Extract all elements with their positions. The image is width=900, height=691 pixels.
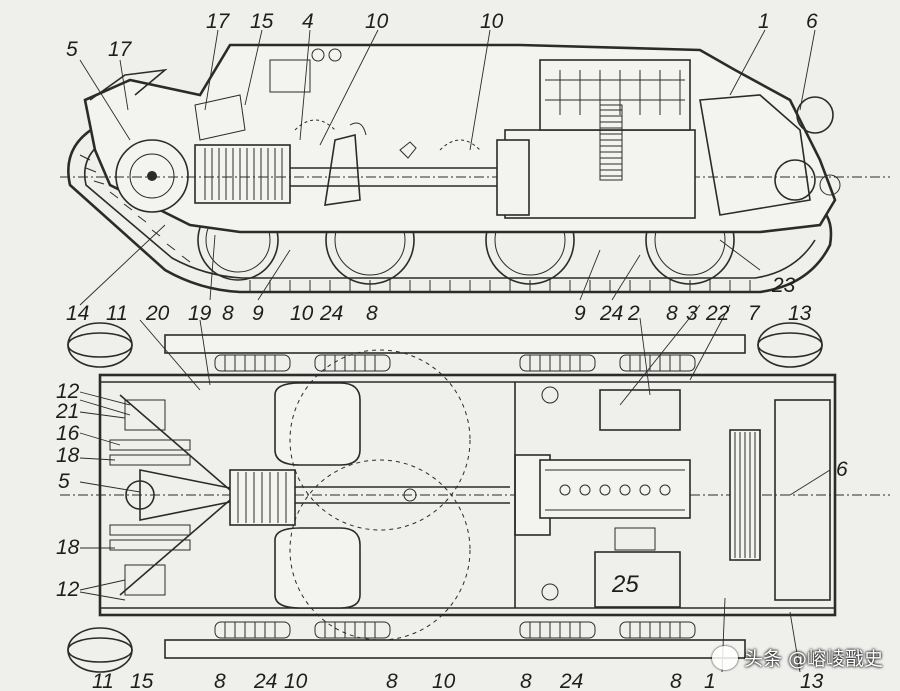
- callout-label: 8: [366, 302, 378, 325]
- callout-label: 6: [836, 458, 848, 481]
- callout-label: 10: [290, 302, 314, 325]
- callout-label: 11: [92, 670, 114, 691]
- callout-label: 8: [670, 670, 682, 691]
- callout-label: 19: [188, 302, 212, 325]
- callout-label: 10: [432, 670, 456, 691]
- side-view: [60, 43, 890, 294]
- callouts-top: 5 17 17 15 4 10 10 1 6 14 11 20 19 8 9 1…: [66, 10, 818, 325]
- callout-label: 13: [800, 670, 824, 691]
- callout-label: 14: [66, 302, 89, 325]
- wechat-logo-icon: [712, 645, 738, 670]
- callout-label: 24: [559, 670, 583, 691]
- callout-label: 4: [302, 10, 314, 33]
- callout-label: 21: [55, 400, 79, 423]
- callout-label: 3: [686, 302, 698, 325]
- callout-label: 18: [56, 536, 80, 559]
- callout-label: 13: [788, 302, 812, 325]
- callout-label: 24: [319, 302, 343, 325]
- callout-label: 16: [56, 422, 80, 445]
- callout-label: 18: [56, 444, 80, 467]
- callout-label: 10: [284, 670, 308, 691]
- callout-label: 6: [806, 10, 818, 33]
- callout-label: 20: [145, 302, 170, 325]
- watermark-text: 头条 @嵱崚戬史: [744, 648, 884, 670]
- callout-label: 12: [56, 578, 80, 601]
- callout-label: 5: [58, 470, 70, 493]
- callout-label: 24: [599, 302, 623, 325]
- callout-label: 24: [253, 670, 277, 691]
- callout-label: 9: [574, 302, 586, 325]
- callout-label: 8: [222, 302, 234, 325]
- callout-label: 2: [627, 302, 640, 325]
- callout-label: 1: [704, 670, 716, 691]
- callout-label: 8: [386, 670, 398, 691]
- callout-label: 8: [214, 670, 226, 691]
- callout-label: 10: [480, 10, 504, 33]
- callout-label: 9: [252, 302, 264, 325]
- callout-label: 7: [748, 302, 761, 325]
- callout-label: 8: [666, 302, 678, 325]
- callout-label: 23: [771, 274, 796, 297]
- callout-label: 12: [56, 380, 80, 403]
- leader-lines: [79, 29, 831, 673]
- watermark: 头条 @嵱崚戬史: [712, 644, 883, 671]
- callout-label: 15: [130, 670, 154, 691]
- callout-label: 25: [611, 571, 639, 598]
- callout-label: 15: [250, 10, 274, 33]
- callout-label: 8: [520, 670, 532, 691]
- callout-label: 1: [758, 10, 770, 33]
- callout-label: 10: [365, 10, 389, 33]
- callout-label: 17: [108, 38, 133, 61]
- callout-label: 17: [206, 10, 231, 33]
- callouts-bottom: 12 21 16 18 5 18 12 25 6 11 15 8 24 10 8…: [55, 380, 848, 691]
- callout-label: 22: [705, 302, 730, 325]
- plan-view: [60, 322, 890, 673]
- callout-label: 5: [66, 38, 78, 61]
- callout-label: 11: [106, 302, 128, 325]
